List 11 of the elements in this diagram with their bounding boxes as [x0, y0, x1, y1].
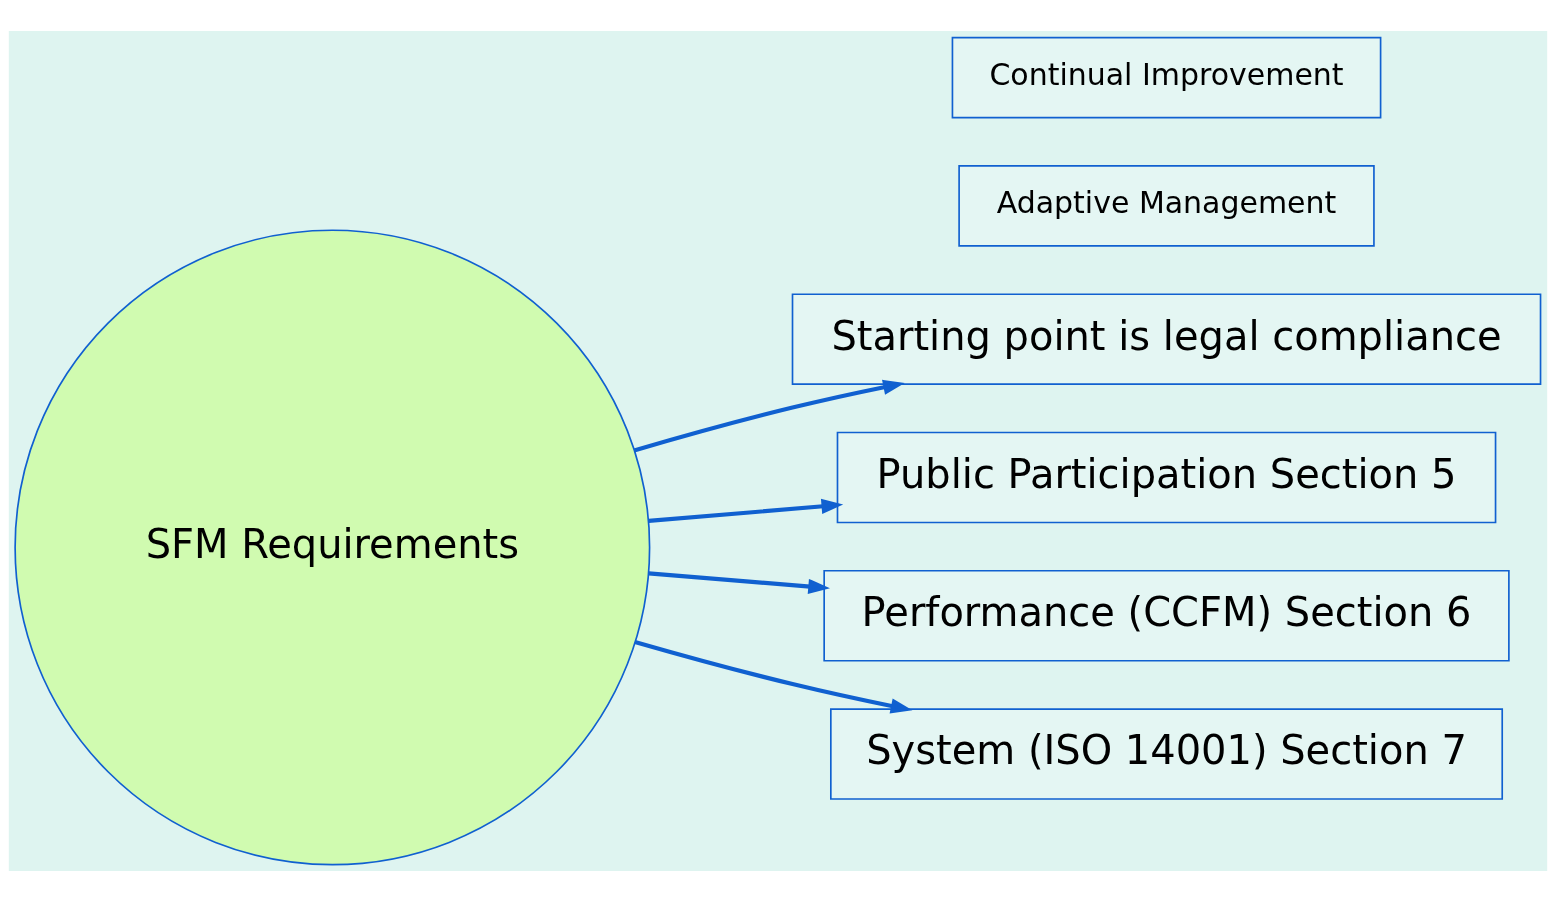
arrow	[648, 570, 830, 594]
node-box: Public Participation Section 5	[836, 431, 1497, 523]
arrow	[648, 498, 844, 523]
arrow	[634, 639, 913, 713]
node-box: System (ISO 14001) Section 7	[830, 707, 1504, 800]
node-box: Continual Improvement	[951, 36, 1382, 118]
node-circle: SFM Requirements	[14, 228, 651, 866]
node-box: Adaptive Management	[958, 164, 1375, 247]
node-box: Starting point is legal compliance	[791, 292, 1542, 385]
node-box: Performance (CCFM) Section 6	[823, 569, 1510, 662]
arrow	[633, 379, 905, 452]
